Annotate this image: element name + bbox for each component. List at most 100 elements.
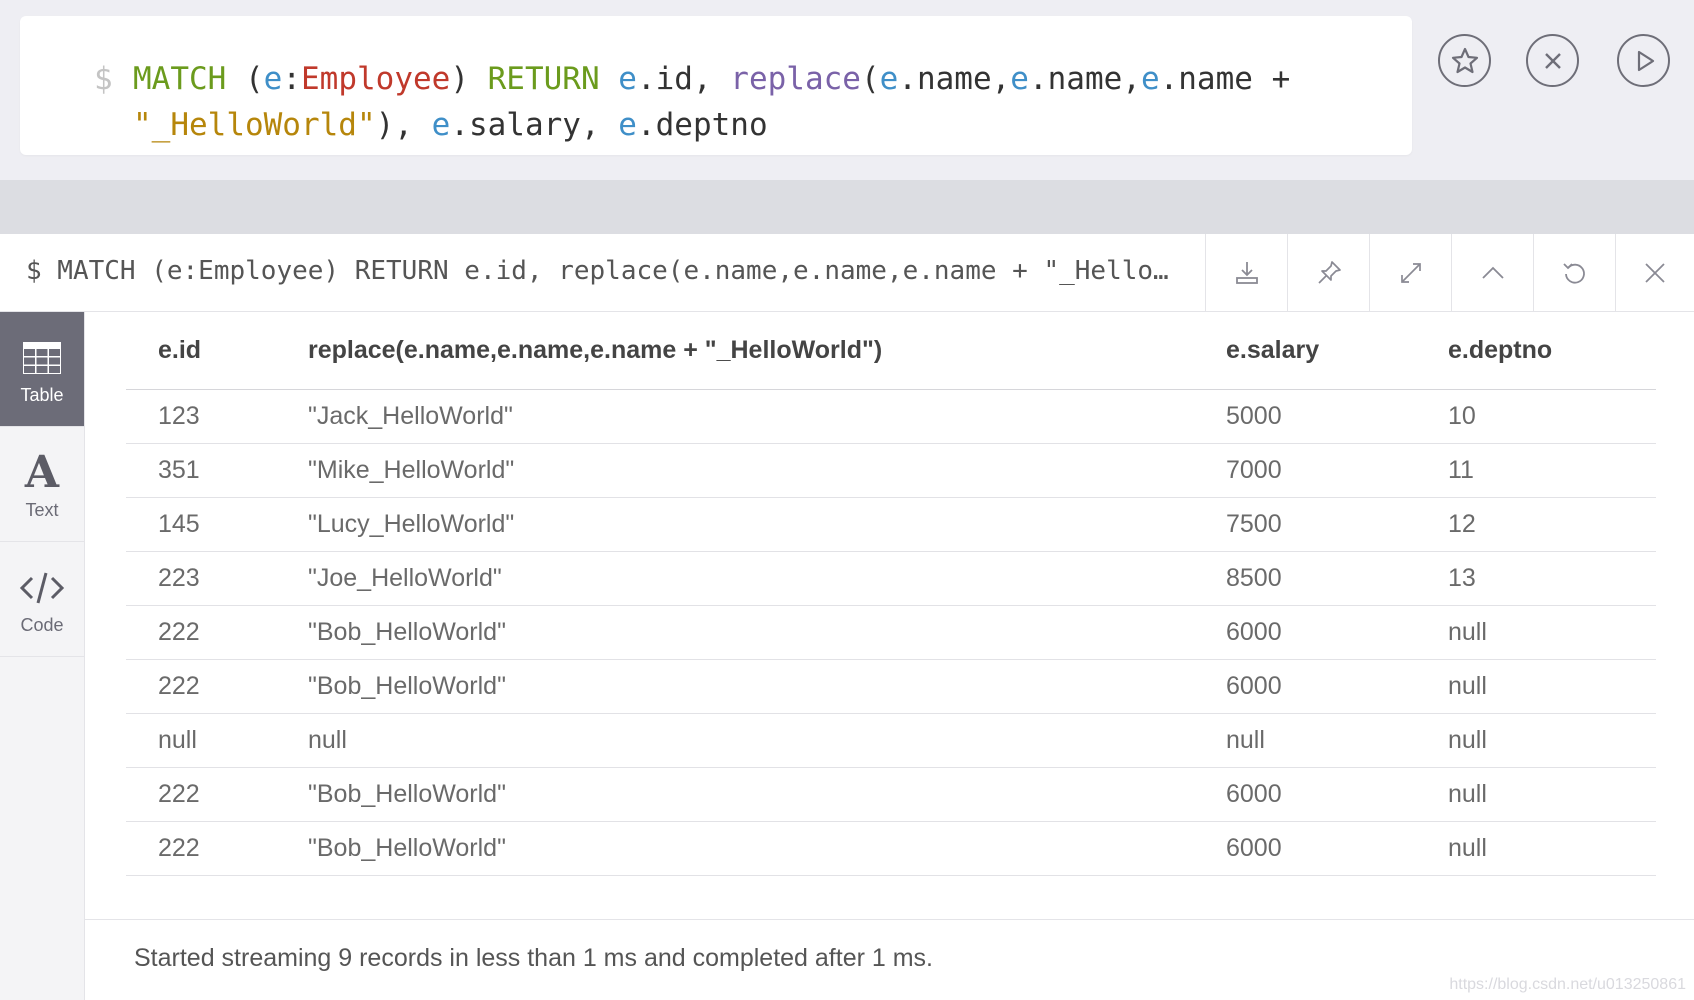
expand-icon	[1400, 262, 1421, 283]
column-header: replace(e.name,e.name,e.name + "_HelloWo…	[276, 312, 1194, 390]
table-cell: 11	[1416, 443, 1656, 498]
query-token: e	[1140, 61, 1160, 97]
sidebar-item-text[interactable]: A Text	[0, 427, 84, 542]
rerun-button[interactable]	[1533, 234, 1615, 311]
pin-button[interactable]	[1287, 234, 1369, 311]
table-cell: "Bob_HelloWorld"	[276, 659, 1194, 714]
column-header: e.id	[126, 312, 276, 390]
query-token: "_HelloWorld"	[133, 107, 376, 143]
query-token: .name +	[1159, 61, 1291, 97]
column-header: e.salary	[1194, 312, 1416, 390]
query-token: (	[226, 61, 264, 97]
query-editor[interactable]: $ MATCH (e:Employee) RETURN e.id, replac…	[20, 16, 1412, 155]
star-icon	[1451, 47, 1478, 73]
table-cell: 5000	[1194, 389, 1416, 444]
frame-header: $ MATCH (e:Employee) RETURN e.id, replac…	[0, 234, 1694, 312]
table-cell: 145	[126, 497, 276, 552]
table-cell: 7000	[1194, 443, 1416, 498]
query-token: e	[618, 107, 637, 143]
fullscreen-button[interactable]	[1369, 234, 1451, 311]
table-icon	[23, 342, 61, 374]
sidebar-item-code[interactable]: Code	[0, 542, 84, 657]
code-icon	[19, 572, 65, 604]
column-header: e.deptno	[1416, 312, 1656, 390]
results-table-container: e.id replace(e.name,e.name,e.name + "_He…	[126, 312, 1656, 876]
editor-area: $ MATCH (e:Employee) RETURN e.id, replac…	[0, 0, 1694, 180]
clear-editor-button[interactable]	[1526, 34, 1579, 87]
table-cell: null	[1416, 713, 1656, 768]
query-token: .name,	[898, 61, 1011, 97]
table-cell: "Mike_HelloWorld"	[276, 443, 1194, 498]
result-frame: $ MATCH (e:Employee) RETURN e.id, replac…	[0, 234, 1694, 1000]
watermark: https://blog.csdn.net/u013250861	[1449, 976, 1686, 993]
query-token: e	[263, 61, 283, 97]
table-cell: null	[1416, 659, 1656, 714]
query-token: )	[450, 61, 488, 97]
query-token: e	[431, 107, 451, 143]
query-token: .id,	[636, 61, 731, 97]
table-cell: 6000	[1194, 605, 1416, 660]
download-button[interactable]	[1205, 234, 1287, 311]
table-cell: "Bob_HelloWorld"	[276, 821, 1194, 876]
table-cell: 123	[126, 389, 276, 444]
sidebar-item-table[interactable]: Table	[0, 312, 84, 427]
table-cell: 222	[126, 767, 276, 822]
table-cell: 13	[1416, 551, 1656, 606]
download-icon	[1235, 261, 1258, 284]
query-token: MATCH	[133, 61, 227, 97]
query-token: .name,	[1028, 61, 1141, 97]
table-cell: null	[1416, 821, 1656, 876]
rerun-icon	[1562, 262, 1585, 284]
query-token: Employee	[301, 61, 451, 97]
table-cell: 10	[1416, 389, 1656, 444]
pin-icon	[1317, 260, 1341, 284]
query-token: RETURN	[487, 61, 600, 97]
sidebar-item-label: Table	[20, 385, 64, 405]
query-token: replace	[730, 61, 861, 97]
table-cell: 12	[1416, 497, 1656, 552]
stream-gap	[0, 180, 1694, 234]
table-cell: "Jack_HelloWorld"	[276, 389, 1194, 444]
query-token: e	[879, 61, 899, 97]
query-line-2: "_HelloWorld"), e.salary, e.deptno	[133, 102, 768, 148]
query-token	[600, 61, 619, 97]
table-cell: null	[1416, 767, 1656, 822]
table-cell: "Bob_HelloWorld"	[276, 767, 1194, 822]
editor-prompt: $	[94, 61, 113, 97]
query-token: .deptno	[636, 107, 768, 143]
query-token: .salary,	[450, 107, 619, 143]
status-summary: Started streaming 9 records in less than…	[134, 944, 933, 972]
frame-title[interactable]: $ MATCH (e:Employee) RETURN e.id, replac…	[26, 256, 1169, 286]
query-token: (	[860, 61, 880, 97]
play-icon	[1637, 50, 1654, 71]
favorite-button[interactable]	[1438, 34, 1491, 87]
table-cell: 223	[126, 551, 276, 606]
table-cell: 6000	[1194, 767, 1416, 822]
table-cell: 222	[126, 605, 276, 660]
table-cell: "Bob_HelloWorld"	[276, 605, 1194, 660]
table-cell: "Lucy_HelloWorld"	[276, 497, 1194, 552]
summary-divider	[85, 919, 1694, 920]
view-sidebar: Table A Text Code	[0, 312, 85, 1000]
query-token: e	[1010, 61, 1029, 97]
table-cell: 6000	[1194, 659, 1416, 714]
sidebar-item-label: Text	[25, 500, 59, 520]
close-frame-button[interactable]	[1615, 234, 1694, 311]
table-cell: null	[126, 713, 276, 768]
table-cell: 222	[126, 659, 276, 714]
run-query-button[interactable]	[1617, 34, 1670, 87]
query-line-1: MATCH (e:Employee) RETURN e.id, replace(…	[133, 56, 1290, 102]
table-cell: 7500	[1194, 497, 1416, 552]
table-cell: null	[276, 713, 1194, 768]
collapse-button[interactable]	[1451, 234, 1533, 311]
table-cell: null	[1416, 605, 1656, 660]
